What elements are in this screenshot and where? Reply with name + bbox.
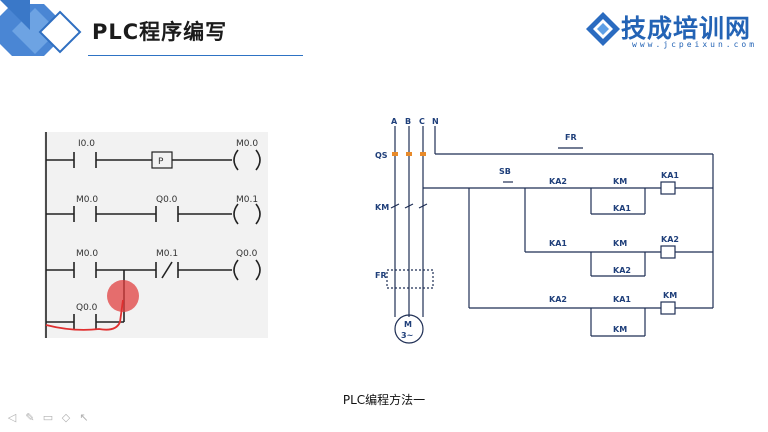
row2-contact2-label: KM [613,239,627,248]
page-title: PLC程序编写 [92,20,228,44]
row3-contact2-label: KA1 [613,295,631,304]
circuit-diagram: A B C N QS KM FR M 3~ FR SB KA2 KM KA1 K… [373,112,723,350]
rung1-edge-instruction: P [158,157,164,167]
rung1-contact-label: I0.0 [78,139,95,149]
arrow-icon[interactable]: ◁ [7,411,17,424]
eraser-icon[interactable]: ◇ [61,411,71,424]
row3-coil-label: KM [663,291,677,300]
button-label: SB [499,167,511,176]
row2-coil-label: KA2 [661,235,679,244]
rung3-contact2-label: M0.1 [156,249,178,259]
row3-holding-label: KM [613,325,627,334]
rung2-contact2-label: Q0.0 [156,195,178,205]
row2-holding-label: KA2 [613,266,631,275]
rung3-coil-label: Q0.0 [236,249,258,259]
row1-contact2-label: KM [613,177,627,186]
brand-logo-text: 技成培训网 [621,14,752,43]
row1-contact1-label: KA2 [549,177,567,186]
rung3-branch-contact-label: Q0.0 [76,303,98,313]
brand-logo-icon [586,12,620,46]
ladder-svg: I0.0 P M0.0 M0.0 Q0.0 M0.1 M0.0 M0.1 Q0.… [45,132,261,338]
highlighter-icon[interactable]: ▭ [42,411,54,424]
main-contactor-label: KM [375,203,389,212]
rung2-coil-label: M0.1 [236,195,258,205]
breaker-label: QS [375,151,388,160]
header-divider [88,55,303,56]
row2-contact1-label: KA1 [549,239,567,248]
header-diamond-logo [0,0,82,56]
annotation-toolbar: ◁ ✎ ▭ ◇ ↖ [6,412,90,426]
row3-contact1-label: KA2 [549,295,567,304]
annotation-stroke [45,299,124,331]
rung1-coil-label: M0.0 [236,139,258,149]
phase-c-label: C [419,117,425,126]
motor-phase-label: 3~ [401,331,413,340]
annotation-highlight-circle [107,280,139,312]
row1-holding-label: KA1 [613,204,631,213]
brand-logo-url: www.jcpeixun.com [632,40,758,49]
overload-contact-label: FR [565,133,577,142]
phase-a-label: A [391,117,398,126]
ladder-diagram: I0.0 P M0.0 M0.0 Q0.0 M0.1 M0.0 M0.1 Q0.… [44,132,268,338]
row1-coil-label: KA1 [661,171,679,180]
cursor-icon[interactable]: ↖ [79,411,89,424]
slide-caption: PLC编程方法一 [342,393,426,407]
phase-n-label: N [432,117,439,126]
pen-icon[interactable]: ✎ [25,411,35,424]
motor-label: M [404,320,412,329]
phase-b-label: B [405,117,411,126]
rung3-contact1-label: M0.0 [76,249,98,259]
circuit-svg: A B C N QS KM FR M 3~ FR SB KA2 KM KA1 K… [375,117,714,344]
overload-label: FR [375,271,387,280]
rung2-contact1-label: M0.0 [76,195,98,205]
